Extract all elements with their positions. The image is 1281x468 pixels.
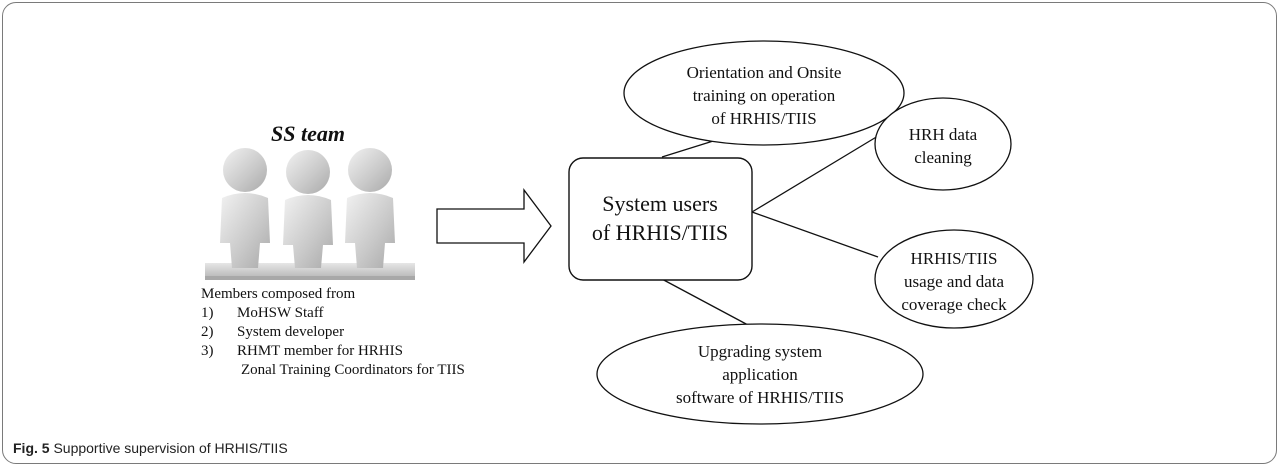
figure-caption-text: Supportive supervision of HRHIS/TIIS xyxy=(49,440,288,456)
system-users-label: of HRHIS/TIIS xyxy=(592,220,728,245)
figure-caption: Fig. 5 Supportive supervision of HRHIS/T… xyxy=(13,440,288,456)
data-cleaning-label: HRH data xyxy=(909,125,978,144)
upgrading-ellipse xyxy=(596,323,924,425)
member-number: 3) xyxy=(201,343,214,359)
usage-check-label: HRHIS/TIIS xyxy=(911,249,998,268)
member-item: System developer xyxy=(237,324,344,340)
system-users-label: System users xyxy=(602,191,718,216)
ss-team-title: SS team xyxy=(271,121,345,146)
member-item: RHMT member for HRHIS xyxy=(237,343,403,359)
usage-check-label: coverage check xyxy=(901,295,1007,314)
connector-usage xyxy=(751,211,879,258)
ss-team-people-image xyxy=(205,148,415,280)
member-item: MoHSW Staff xyxy=(237,305,324,321)
connector-upgrading xyxy=(659,277,749,326)
orientation-ellipse xyxy=(623,40,905,146)
orientation-label: training on operation xyxy=(693,86,836,105)
member-item-continuation: Zonal Training Coordinators for TIIS xyxy=(241,362,465,378)
upgrading-label: application xyxy=(722,365,798,384)
upgrading-label: Upgrading system xyxy=(698,342,822,361)
person-figure xyxy=(283,150,333,268)
block-arrow xyxy=(436,188,552,264)
connector-cleaning xyxy=(751,135,879,213)
member-number: 1) xyxy=(201,305,214,321)
orientation-label: Orientation and Onsite xyxy=(687,63,842,82)
data-cleaning-ellipse xyxy=(874,97,1012,191)
system-users-box xyxy=(568,157,753,281)
person-figure xyxy=(345,148,395,268)
data-cleaning-label: cleaning xyxy=(914,148,972,167)
usage-check-ellipse xyxy=(874,229,1034,329)
usage-check-label: usage and data xyxy=(904,272,1005,291)
person-figure xyxy=(220,148,270,268)
member-number: 2) xyxy=(201,324,214,340)
members-heading: Members composed from xyxy=(201,286,355,302)
figure-number: Fig. 5 xyxy=(13,440,50,456)
orientation-label: of HRHIS/TIIS xyxy=(711,109,816,128)
upgrading-label: software of HRHIS/TIIS xyxy=(676,388,844,407)
